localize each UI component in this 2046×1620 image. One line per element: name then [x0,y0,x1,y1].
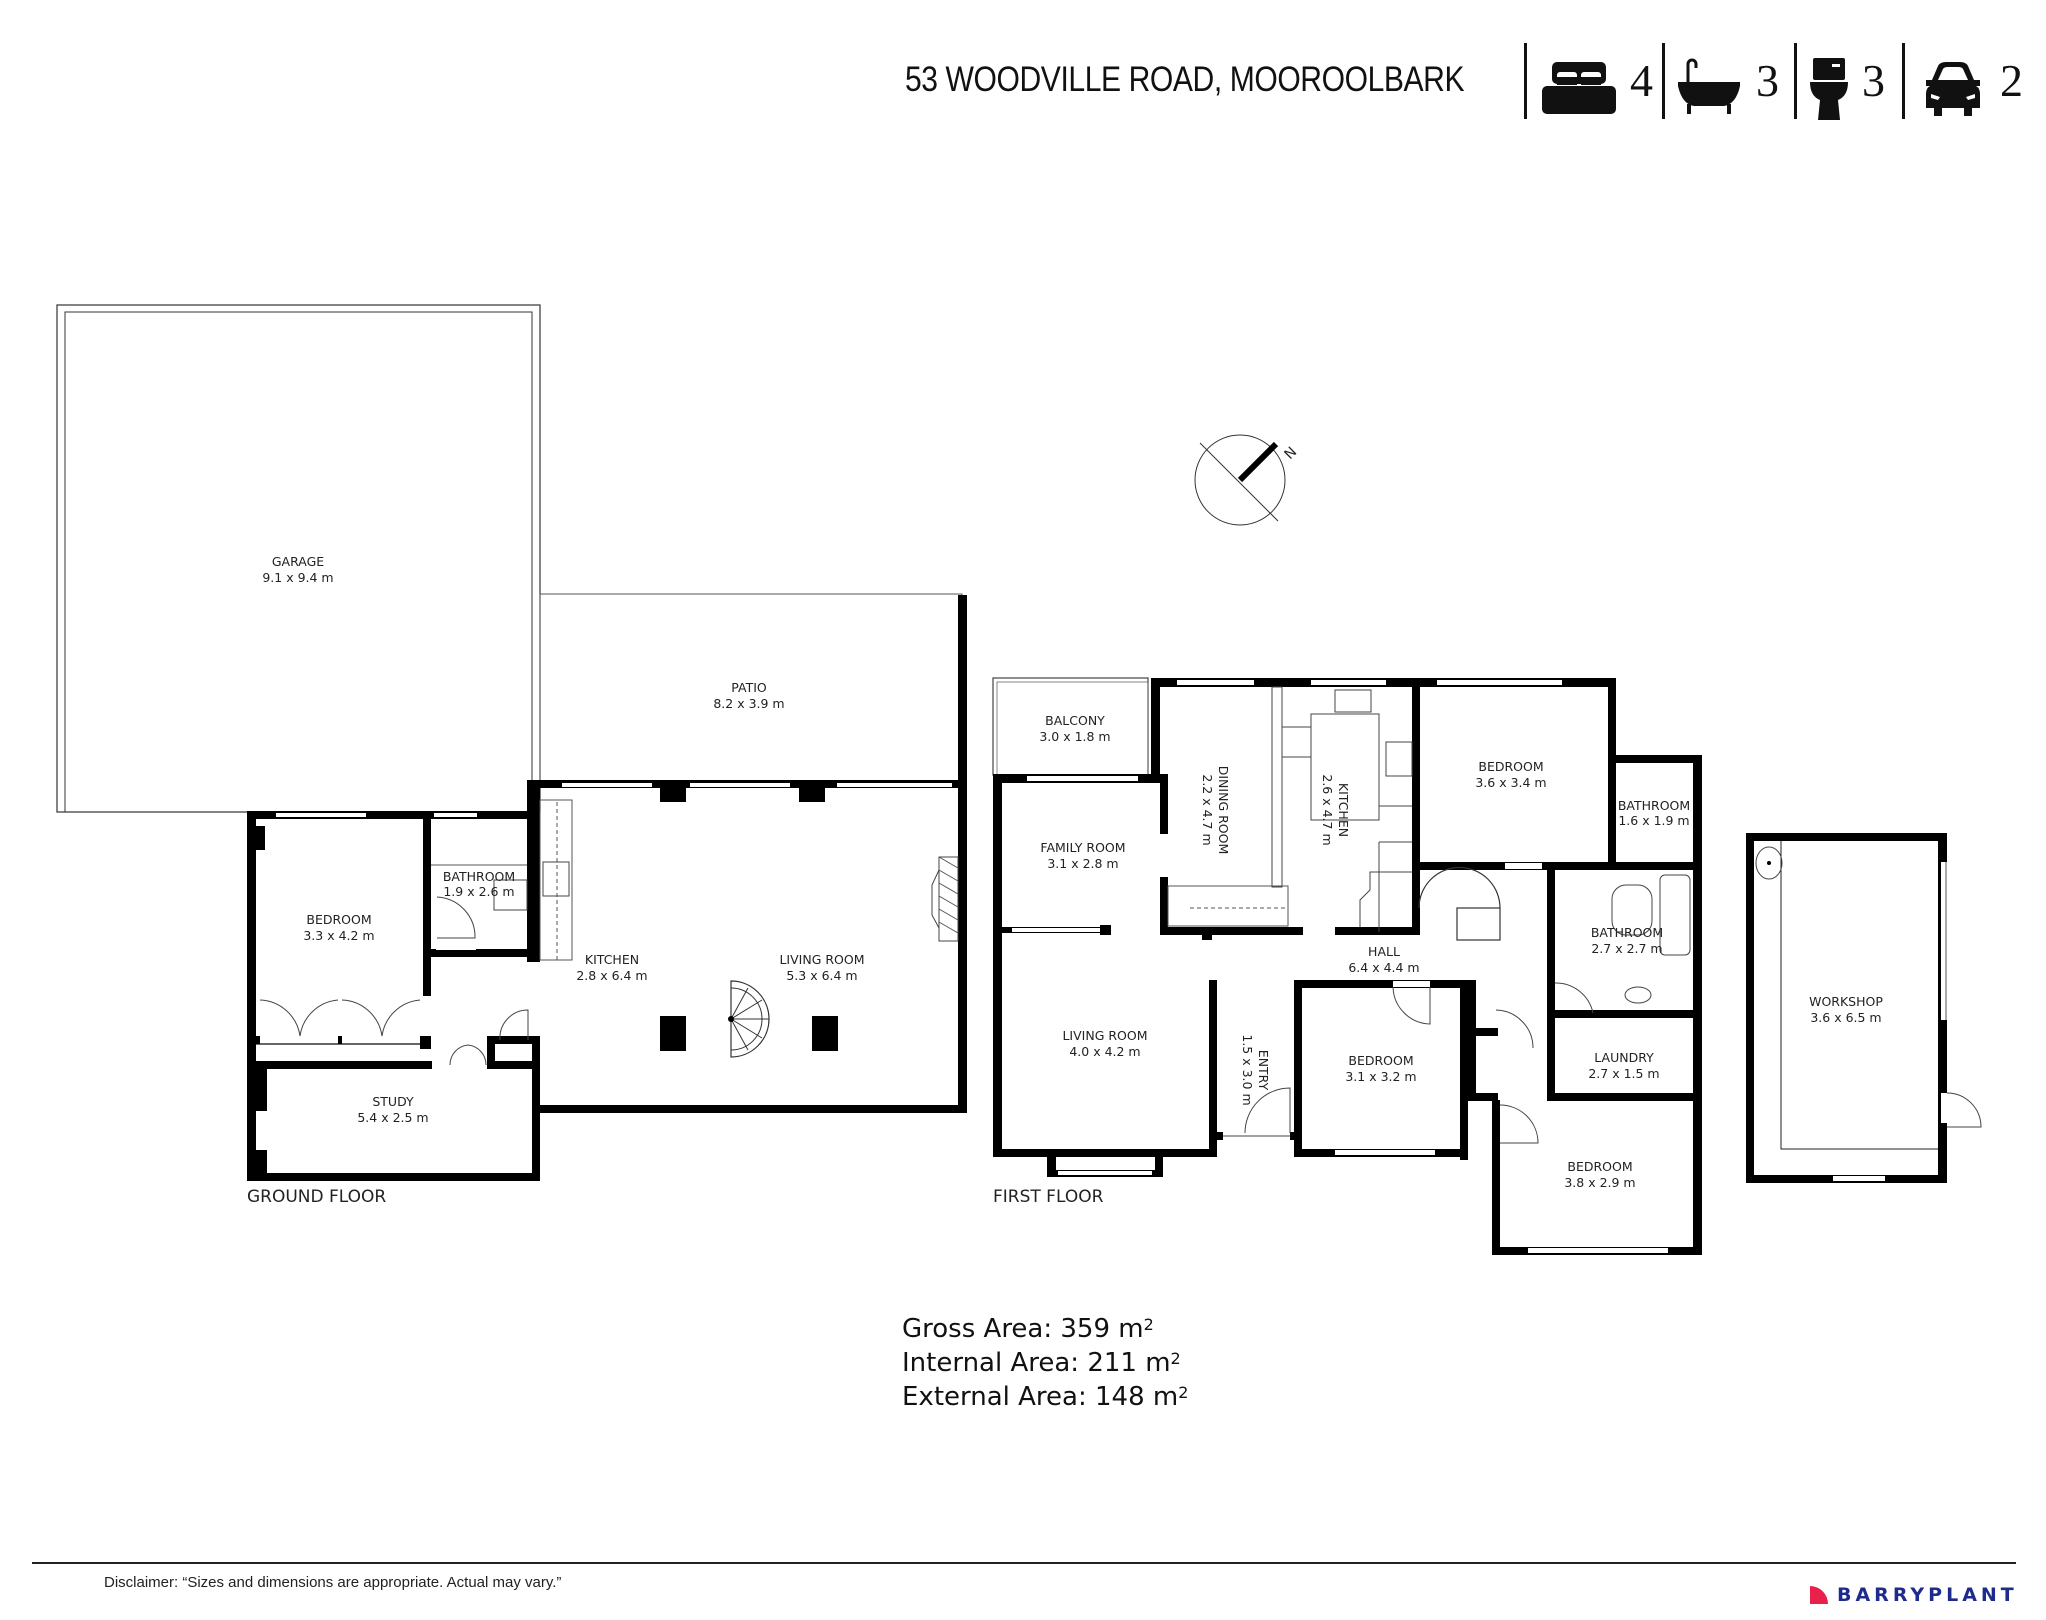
internal-area: Internal Area: 211 m2 [902,1346,1188,1380]
room-label-main-bathroom: BATHROOM [1591,925,1663,940]
room-dims-ensuite: 1.6 x 1.9 m [1618,813,1689,828]
room-label-entry: ENTRY [1256,1050,1271,1091]
room-dims-patio: 8.2 x 3.9 m [713,696,784,711]
room-dims-workshop: 3.6 x 6.5 m [1810,1010,1881,1025]
room-dims-ground-living: 5.3 x 6.4 m [786,968,857,983]
room-dims-bedroom-2: 3.1 x 3.2 m [1345,1069,1416,1084]
external-area-value: 148 m [1095,1382,1179,1412]
room-label-dining: DINING ROOM [1216,766,1231,855]
room-dims-hall: 6.4 x 4.4 m [1348,960,1419,975]
external-area-label: External Area: [902,1382,1087,1412]
bed-icon [1542,62,1616,114]
room-label-workshop: WORKSHOP [1809,994,1883,1009]
header-separator [1662,43,1665,119]
room-label-bedroom-3: BEDROOM [1567,1159,1632,1174]
room-label-patio: PATIO [731,680,767,695]
gross-area-value: 359 m [1060,1314,1144,1344]
room-label-bedroom-2: BEDROOM [1348,1053,1413,1068]
room-dims-balcony: 3.0 x 1.8 m [1039,729,1110,744]
room-dims-family-room: 3.1 x 2.8 m [1047,856,1118,871]
header-separator [1524,43,1527,119]
room-label-ground-kitchen: KITCHEN [585,952,639,967]
room-dims-ground-bathroom: 1.9 x 2.6 m [443,884,514,899]
room-label-ground-bedroom: BEDROOM [306,912,371,927]
room-label-balcony: BALCONY [1045,713,1105,728]
brand-logo: BARRYPLANT [1810,1583,2018,1607]
room-label-study: STUDY [372,1094,414,1109]
room-dims-first-kitchen: 2.6 x 4.7 m [1320,774,1335,845]
ground-floor-label: GROUND FLOOR [247,1187,386,1207]
bath-icon [1678,58,1740,114]
external-area-unit-exponent: 2 [1178,1383,1189,1402]
bedroom-count: 4 [1630,55,1653,106]
room-label-laundry: LAUNDRY [1594,1050,1654,1065]
gross-area-unit-exponent: 2 [1143,1315,1154,1334]
room-dims-ground-bedroom: 3.3 x 4.2 m [303,928,374,943]
bathroom-count: 3 [1756,55,1779,106]
room-dims-laundry: 2.7 x 1.5 m [1588,1066,1659,1081]
room-label-family-room: FAMILY ROOM [1040,840,1125,855]
disclaimer-text: Disclaimer: “Sizes and dimensions are ap… [104,1574,562,1591]
room-dims-dining: 2.2 x 4.7 m [1200,774,1215,845]
room-label-first-living: LIVING ROOM [1062,1028,1147,1043]
room-label-first-kitchen: KITCHEN [1336,783,1351,837]
internal-area-value: 211 m [1087,1348,1171,1378]
room-dims-entry: 1.5 x 3.0 m [1240,1034,1255,1105]
compass-north-label: N [1282,444,1301,463]
room-label-bedroom-1: BEDROOM [1478,759,1543,774]
internal-area-label: Internal Area: [902,1348,1080,1378]
brand-name: BARRYPLANT [1837,1584,2018,1606]
ground-floor-plan [56,304,967,1181]
property-address: 53 WOODVILLE ROAD, MOOROOLBARK [905,60,1465,99]
external-area: External Area: 148 m2 [902,1380,1188,1414]
brand-mark-icon [1810,1586,1828,1604]
room-dims-bedroom-3: 3.8 x 2.9 m [1564,1175,1635,1190]
toilet-icon [1810,58,1848,120]
compass-north-arrow [1194,434,1286,526]
workshop-plan [1746,833,1982,1183]
gross-area: Gross Area: 359 m2 [902,1312,1188,1346]
parking-count: 2 [2000,55,2023,106]
room-dims-garage: 9.1 x 9.4 m [262,570,333,585]
area-summary: Gross Area: 359 m2 Internal Area: 211 m2… [902,1312,1188,1414]
room-label-ground-bathroom: BATHROOM [443,869,515,884]
room-dims-bedroom-1: 3.6 x 3.4 m [1475,775,1546,790]
car-icon [1926,62,1980,116]
room-dims-ground-kitchen: 2.8 x 6.4 m [576,968,647,983]
gross-area-label: Gross Area: [902,1314,1053,1344]
room-label-ensuite: BATHROOM [1618,798,1690,813]
room-label-ground-living: LIVING ROOM [779,952,864,967]
internal-area-unit-exponent: 2 [1170,1349,1181,1368]
room-dims-first-living: 4.0 x 4.2 m [1069,1044,1140,1059]
first-floor-label: FIRST FLOOR [993,1187,1104,1207]
first-floor-plan [992,677,1702,1255]
header-separator [1794,43,1797,119]
header-separator [1902,43,1905,119]
footer-divider [32,1562,2016,1564]
room-dims-main-bathroom: 2.7 x 2.7 m [1591,941,1662,956]
room-label-hall: HALL [1368,944,1400,959]
room-label-garage: GARAGE [272,554,324,569]
toilet-count: 3 [1862,55,1885,106]
room-dims-study: 5.4 x 2.5 m [357,1110,428,1125]
